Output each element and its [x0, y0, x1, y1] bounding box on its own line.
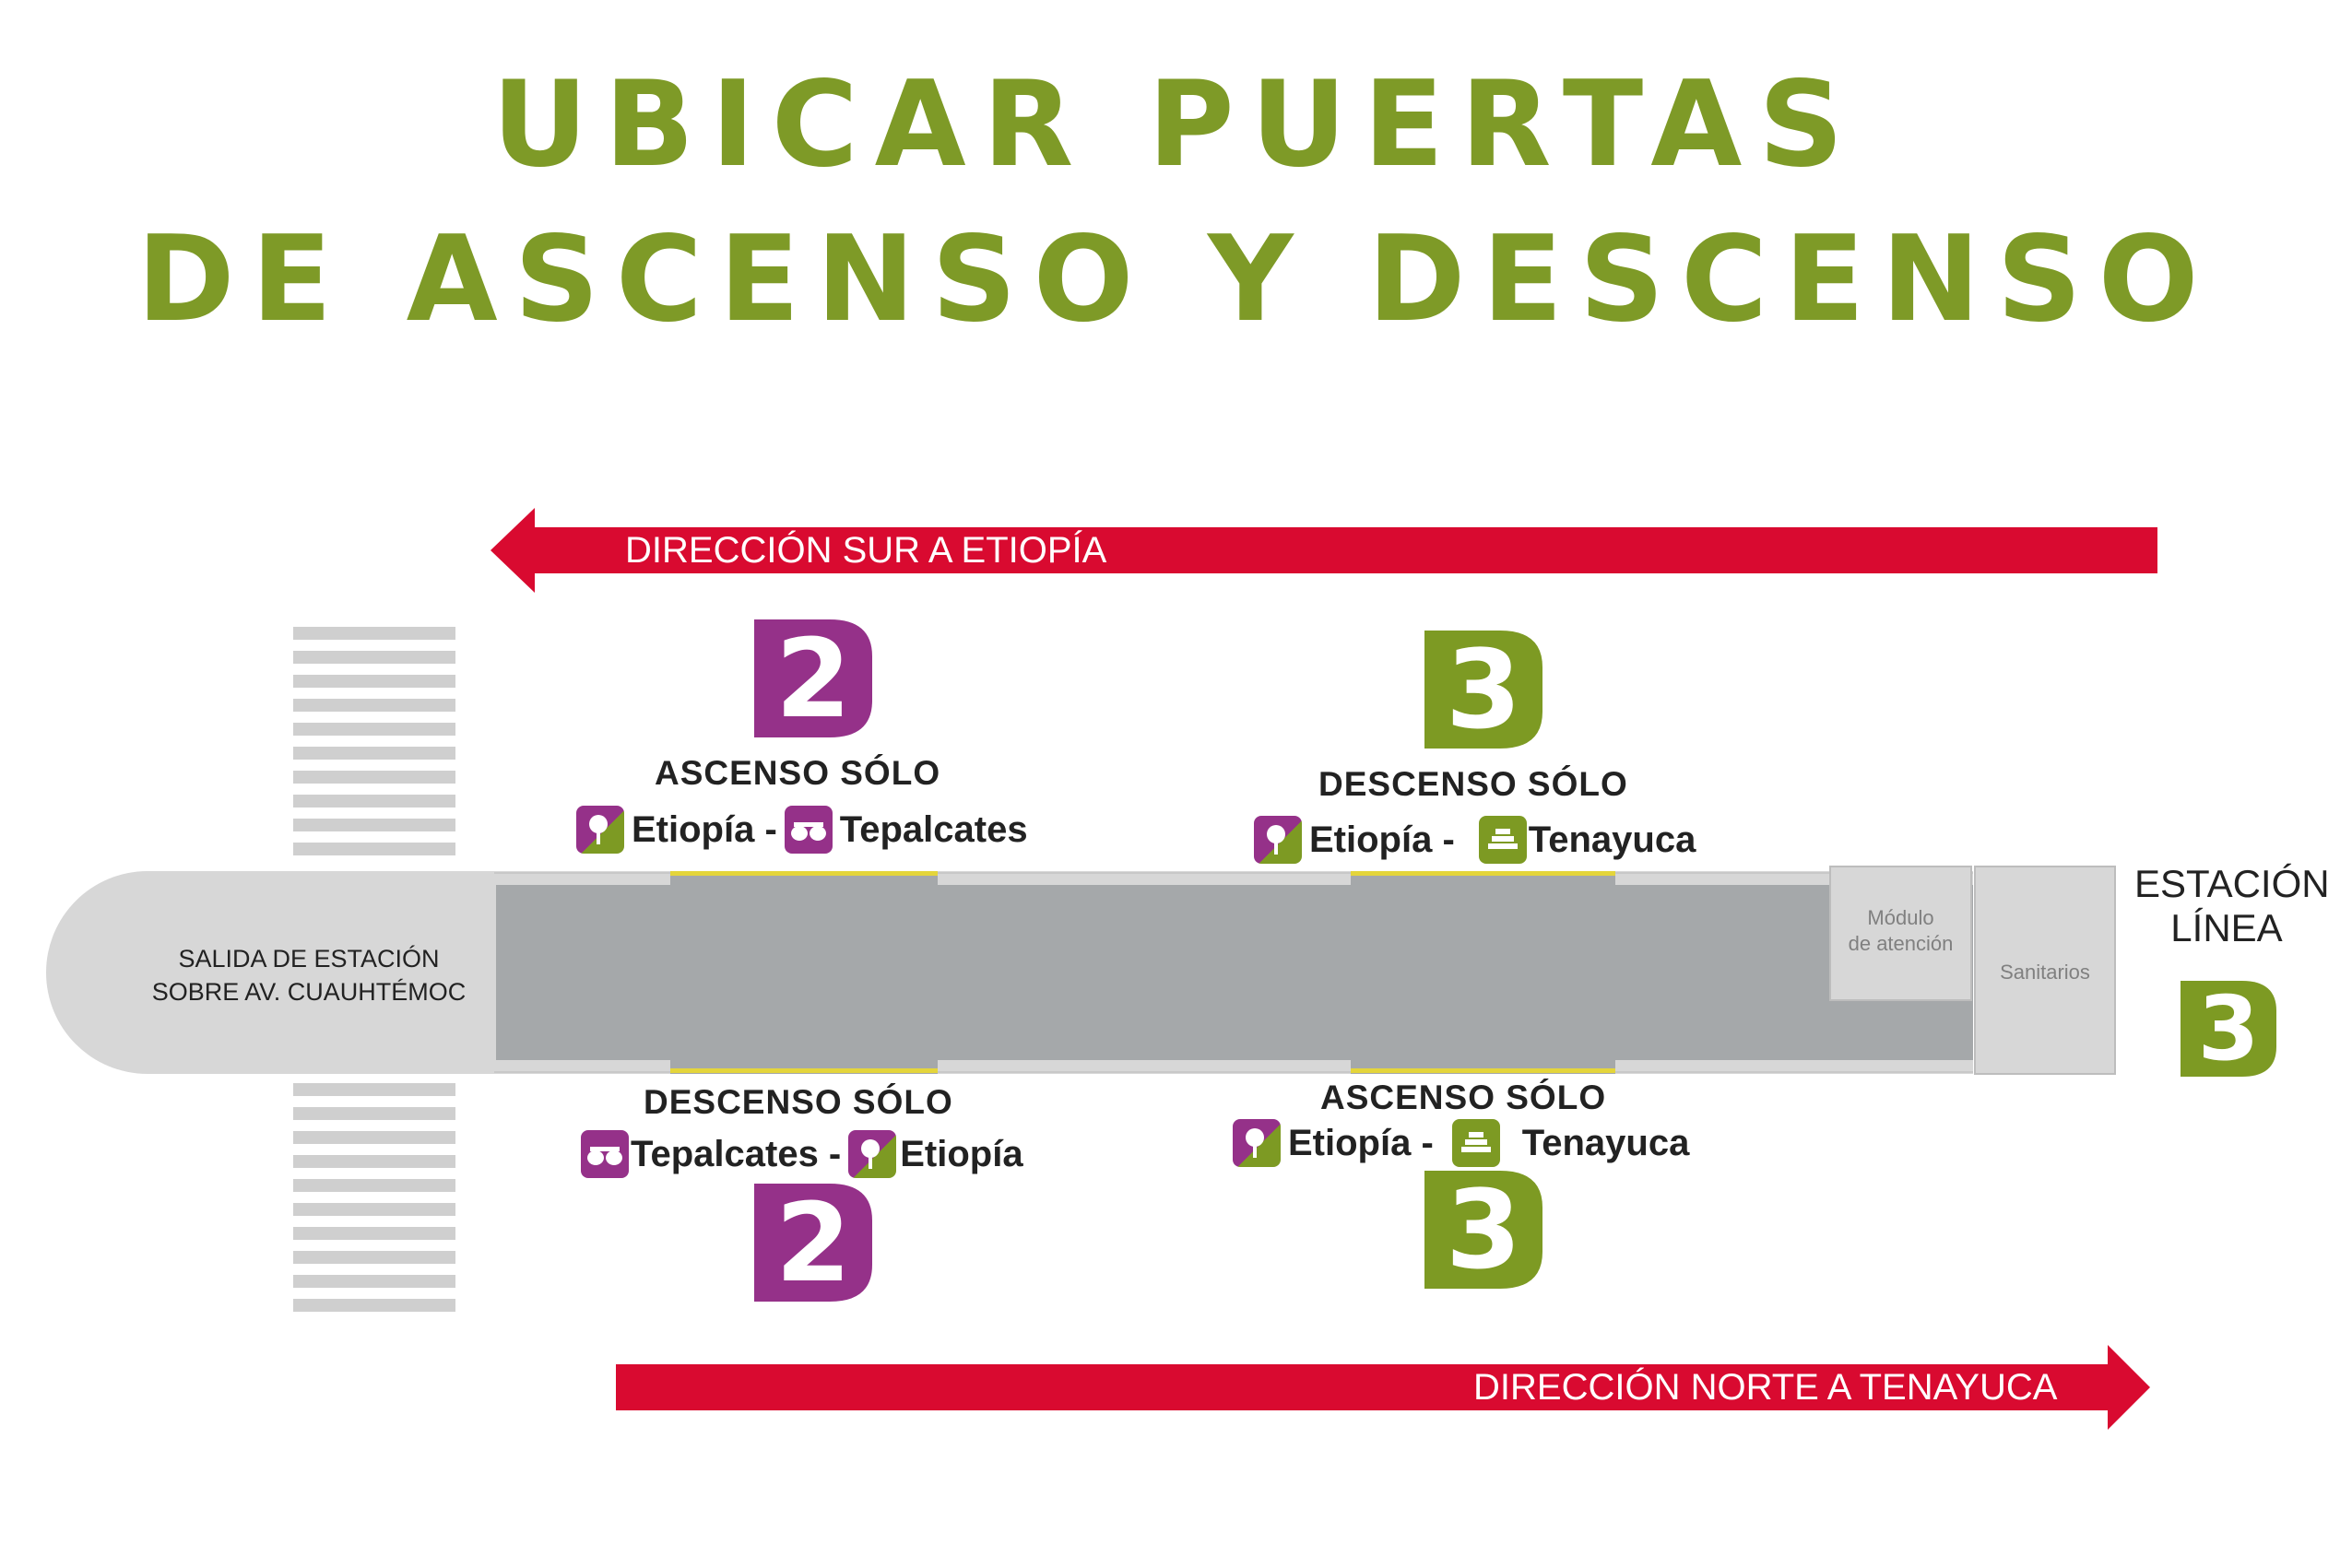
door-top-left-route: Etiopía - Tepalcates — [576, 806, 1035, 854]
exit-label-line1: SALIDA DE ESTACIÓN — [178, 945, 440, 973]
etiopia-icon — [576, 806, 624, 854]
modulo-label-line2: de atención — [1848, 932, 1954, 955]
modulo-label: Módulo de atención — [1830, 905, 1971, 957]
station-label-line1: ESTACIÓN — [2134, 862, 2330, 905]
crosswalk-top — [293, 627, 455, 857]
tepalcates-icon — [581, 1130, 629, 1178]
etiopia-icon — [848, 1130, 897, 1178]
door-top-right-route: Etiopía - Tenayuca — [1254, 816, 1703, 864]
door-top-left-heading: ASCENSO SÓLO — [655, 754, 941, 792]
sanitarios-label: Sanitarios — [2000, 961, 2090, 984]
etiopia-icon — [1233, 1119, 1281, 1167]
line2-badge-bottom: 2 — [754, 1184, 872, 1302]
station-line-badge: 3 — [2181, 981, 2276, 1077]
line3-badge-bottom: 3 — [1424, 1171, 1542, 1289]
tepalcates-icon — [784, 806, 833, 854]
door-top-right-heading: DESCENSO SÓLO — [1318, 765, 1628, 803]
arrow-south-label: DIRECCIÓN SUR A ETIOPÍA — [625, 530, 1107, 571]
door-bottom-left-route: Tepalcates - Etiopía — [581, 1130, 1031, 1178]
modulo-label-line1: Módulo — [1867, 906, 1934, 929]
exit-label-line2: SOBRE AV. CUAUHTÉMOC — [151, 978, 467, 1006]
door-bottom-right-route: Etiopía - Tenayuca — [1233, 1119, 1696, 1167]
route-from: Etiopía - — [1309, 819, 1455, 860]
tenayuca-icon — [1451, 1119, 1500, 1167]
route-to: Tenayuca — [1521, 1122, 1690, 1163]
tenayuca-icon — [1478, 816, 1527, 864]
title-line-2: DE ASCENSO Y DESCENSO — [136, 211, 2216, 348]
sanitarios-box — [1974, 866, 2116, 1075]
line3-badge-number: 3 — [1445, 626, 1522, 753]
route-to: Etiopía — [900, 1133, 1023, 1174]
arrow-north — [616, 1345, 2150, 1430]
route-from: Etiopía - — [632, 808, 777, 850]
route-to: Tepalcates — [839, 808, 1028, 850]
route-from: Tepalcates - — [631, 1133, 842, 1174]
line2-badge-number: 2 — [774, 1179, 852, 1306]
platform-track — [496, 885, 1973, 1060]
modulo-box — [1829, 866, 1972, 1001]
route-to: Tenayuca — [1528, 819, 1696, 860]
title-line-1: UBICAR PUERTAS — [491, 56, 1861, 194]
station-label-line2: LÍNEA — [2170, 906, 2283, 949]
door-bottom-left-heading: DESCENSO SÓLO — [644, 1083, 953, 1121]
exit-area — [46, 871, 496, 1074]
arrow-south — [490, 508, 2157, 593]
etiopia-icon — [1254, 816, 1302, 864]
line3-badge-top: 3 — [1424, 631, 1542, 749]
route-from: Etiopía - — [1288, 1122, 1434, 1163]
crosswalk-bottom — [293, 1083, 455, 1315]
station-line-number: 3 — [2197, 977, 2260, 1080]
line2-badge-top: 2 — [754, 619, 872, 737]
exit-label: SALIDA DE ESTACIÓN SOBRE AV. CUAUHTÉMOC — [129, 942, 489, 1008]
arrow-north-label: DIRECCIÓN NORTE A TENAYUCA — [1473, 1367, 2058, 1408]
station-label: ESTACIÓN LÍNEA — [2134, 862, 2330, 950]
door-bottom-right-heading: ASCENSO SÓLO — [1320, 1079, 1607, 1116]
line2-badge-number: 2 — [774, 615, 852, 742]
line3-badge-number: 3 — [1445, 1166, 1522, 1293]
